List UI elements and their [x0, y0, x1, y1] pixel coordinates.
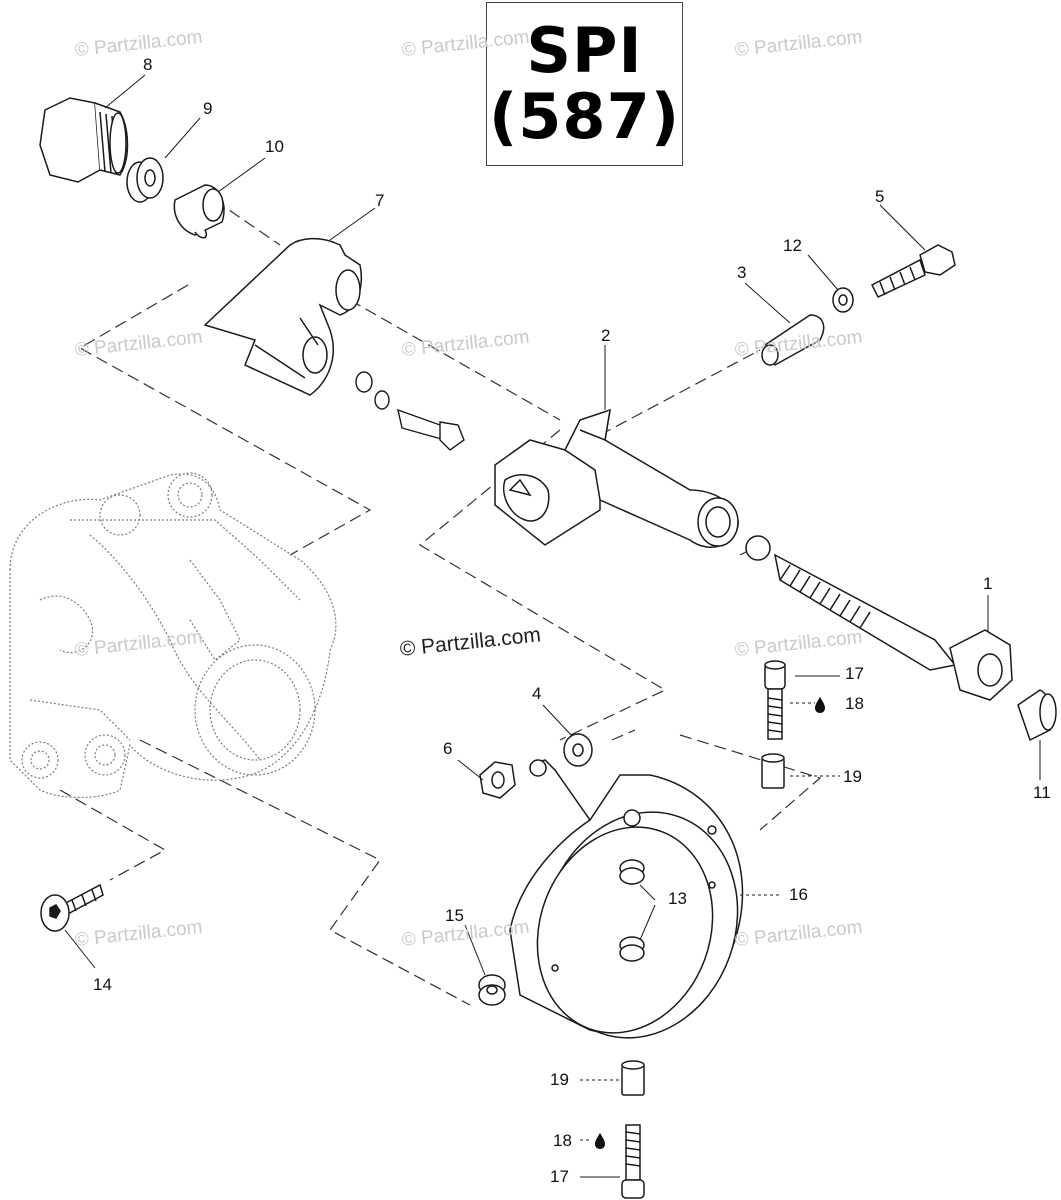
callout-10: 10	[265, 137, 284, 156]
callout-17-lower: 17	[550, 1167, 569, 1186]
part-2-lever	[495, 410, 738, 547]
callout-6: 6	[443, 739, 453, 758]
part-4-washer	[564, 734, 592, 766]
callout-18-lower: 18	[553, 1131, 572, 1150]
part-11-cap	[1018, 690, 1056, 740]
callout-18-upper: 18	[845, 694, 864, 713]
part-1-bolt	[746, 536, 1012, 700]
model-title-box: SPI (587)	[486, 2, 683, 166]
callout-5: 5	[875, 187, 885, 206]
callout-12: 12	[783, 236, 802, 255]
callout-16: 16	[789, 885, 808, 904]
oil-drop-icon	[595, 1133, 605, 1149]
callout-17-upper: 17	[845, 664, 864, 683]
dashed-guide-lines	[59, 189, 822, 1006]
part-6-nut	[480, 762, 515, 798]
callout-7: 7	[375, 191, 385, 210]
part-16-ring	[509, 760, 768, 1066]
part-5-bolt	[872, 245, 955, 297]
callout-14: 14	[93, 975, 112, 994]
part-19-spacer-upper	[762, 754, 784, 788]
callout-13: 13	[668, 889, 687, 908]
callout-15: 15	[445, 906, 464, 925]
callout-4: 4	[532, 684, 542, 703]
part-7-hardware	[356, 372, 464, 450]
pump-housing-ghost	[9, 472, 337, 799]
leader-lines	[64, 74, 1041, 1178]
callout-1: 1	[983, 574, 993, 593]
part-7-bracket	[205, 239, 361, 395]
model-title-line2: (587)	[488, 80, 681, 153]
oil-drop-icon	[815, 697, 825, 713]
part-19-spacer-lower	[622, 1061, 644, 1095]
part-3-sleeve	[762, 315, 824, 365]
callout-9: 9	[203, 99, 213, 118]
part-14-screw	[41, 885, 103, 931]
part-15-grommet	[479, 975, 505, 1005]
callout-19-upper: 19	[843, 767, 862, 786]
callout-8: 8	[143, 55, 153, 74]
callout-19-lower: 19	[550, 1070, 569, 1089]
part-17-screw-upper	[765, 661, 785, 739]
callout-11: 11	[1033, 783, 1051, 802]
part-8-plug	[40, 98, 128, 182]
callout-3: 3	[737, 263, 747, 282]
part-17-screw-lower	[622, 1125, 644, 1198]
callout-2: 2	[601, 326, 611, 345]
part-13-grommets	[620, 860, 644, 961]
model-title-line1: SPI	[526, 14, 643, 87]
part-12-washer	[833, 288, 853, 312]
part-9-washer	[127, 158, 163, 202]
part-10-clip	[174, 185, 224, 238]
